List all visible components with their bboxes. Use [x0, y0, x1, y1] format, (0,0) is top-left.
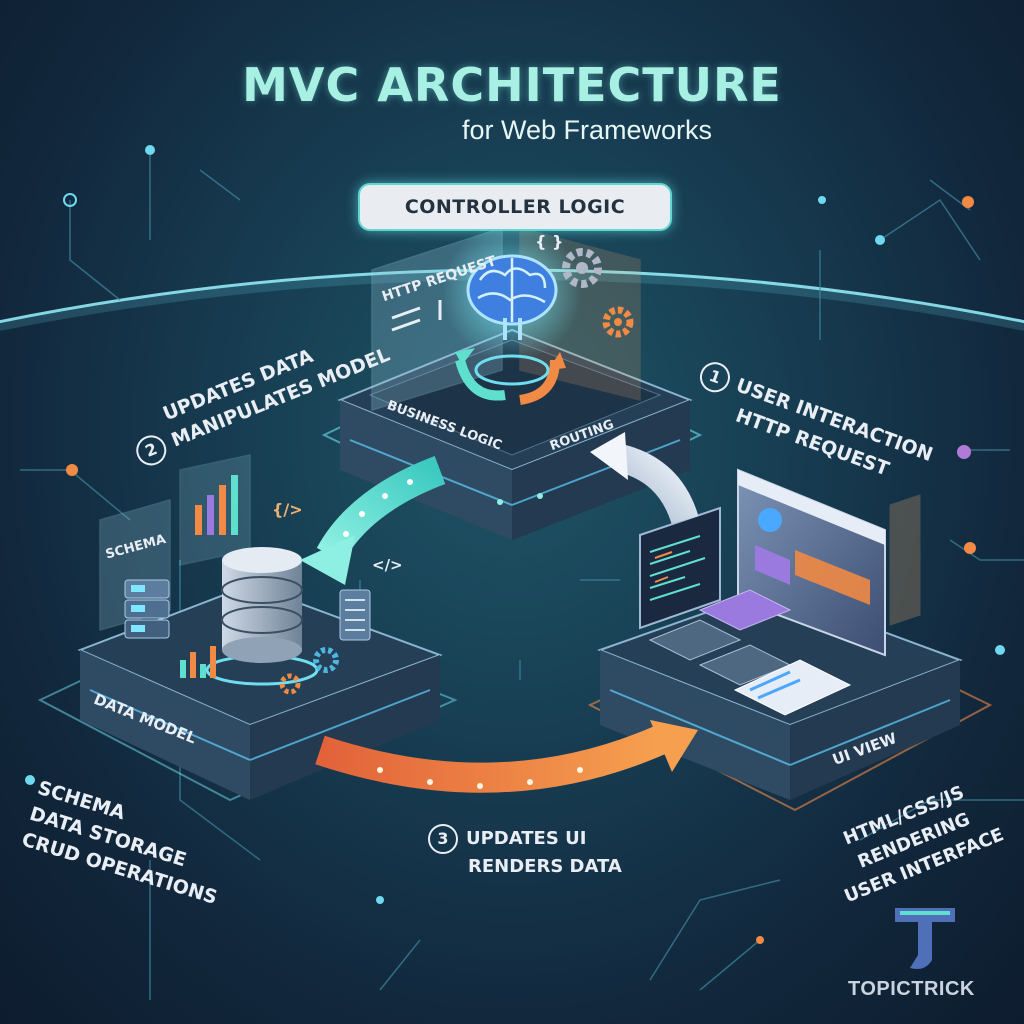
gear-icon-model — [279, 647, 339, 695]
floating-panel-icon — [889, 494, 921, 626]
flow-3-line1: UPDATES UI — [466, 828, 587, 849]
controller-logic-badge: CONTROLLER LOGIC — [358, 183, 672, 231]
flow-3-number: 3 — [428, 824, 458, 854]
flow-arrow-controller-to-model — [300, 455, 446, 585]
cycle-arrows-icon — [455, 348, 566, 405]
model-code-glyph: {/> — [272, 500, 303, 519]
ui-tiles — [648, 589, 852, 716]
flow-arrow-model-to-view — [315, 720, 698, 793]
circuit-nodes — [25, 145, 1005, 944]
page-subtitle: for Web Frameworks — [461, 115, 713, 145]
page-title: MVC ARCHITECTURE — [242, 58, 782, 112]
server-rack-icon — [124, 579, 170, 639]
server-tower-icon — [339, 589, 371, 641]
bar-chart-icon — [180, 646, 216, 678]
gear-icon-orange — [602, 306, 634, 338]
flow-3-label: 3 UPDATES UI RENDERS DATA — [428, 824, 622, 880]
database-icon — [205, 547, 319, 686]
gear-icon — [562, 248, 602, 288]
brain-icon — [442, 222, 582, 362]
flow-3-line2: RENDERS DATA — [468, 856, 622, 877]
brand-name: TOPICTRICK — [848, 978, 975, 1000]
topictrick-logo-icon — [895, 908, 955, 969]
schema-panel — [99, 454, 251, 631]
flow-arrow-view-to-controller — [590, 432, 699, 525]
browser-window-icon — [737, 468, 886, 657]
model-code-glyph-2: </> — [372, 556, 403, 574]
controller-code-glyph: { } — [535, 232, 564, 251]
